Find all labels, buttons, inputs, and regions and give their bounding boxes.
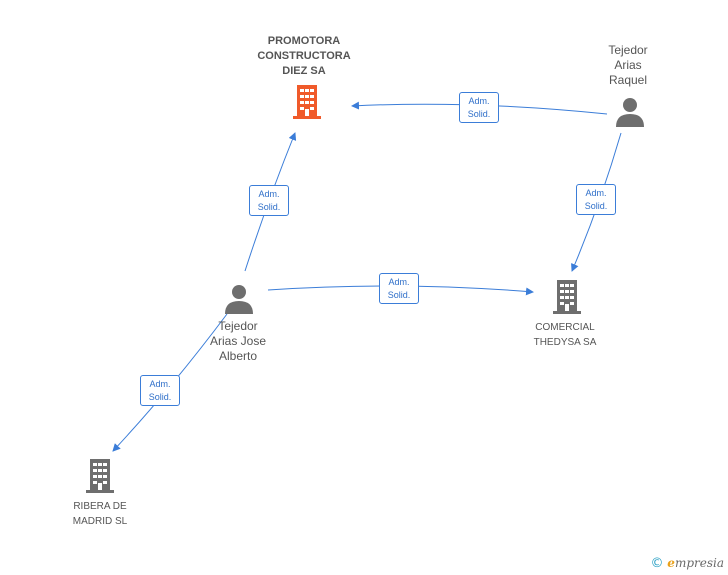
- edge-label-raquel-promotora[interactable]: Adm. Solid.: [459, 92, 499, 123]
- person-icon[interactable]: [615, 97, 645, 127]
- edge-label-line2: Solid.: [148, 392, 172, 402]
- edge-label-line1: Adm.: [258, 189, 280, 199]
- node-label-ribera: RIBERA DE MADRID SL: [72, 501, 128, 527]
- edge-label-line2: Solid.: [257, 202, 281, 212]
- building-icon[interactable]: [291, 84, 323, 120]
- node-label-comercial: COMERCIAL THEDYSA SA: [533, 322, 597, 348]
- edge-label-line1: Adm.: [149, 379, 171, 389]
- node-label-raquel: Tejedor Arias Raquel: [608, 43, 648, 87]
- edge-label-line2: Solid.: [467, 109, 491, 119]
- edge-label-alberto-promotora[interactable]: Adm. Solid.: [249, 185, 289, 216]
- edge-label-line1: Adm.: [388, 277, 410, 287]
- edge-label-line1: Adm.: [468, 96, 490, 106]
- person-icon[interactable]: [224, 284, 254, 314]
- building-icon[interactable]: [84, 458, 116, 494]
- edge-label-raquel-comercial[interactable]: Adm. Solid.: [576, 184, 616, 215]
- edge-label-line1: Adm.: [585, 188, 607, 198]
- node-label-promotora: PROMOTORA CONSTRUCTORA DIEZ SA: [257, 35, 351, 77]
- node-label-alberto: Tejedor Arias Jose Alberto: [209, 319, 267, 363]
- copyright-icon: ©: [650, 556, 664, 571]
- brand-name: mpresia: [674, 556, 724, 570]
- building-icon[interactable]: [551, 279, 583, 315]
- brand-logo[interactable]: © empresia: [650, 556, 724, 571]
- edge-label-alberto-ribera[interactable]: Adm. Solid.: [140, 375, 180, 406]
- edge-label-line2: Solid.: [584, 201, 608, 211]
- edge-label-line2: Solid.: [387, 290, 411, 300]
- brand-initial: e: [667, 556, 675, 570]
- edge-label-alberto-comercial[interactable]: Adm. Solid.: [379, 273, 419, 304]
